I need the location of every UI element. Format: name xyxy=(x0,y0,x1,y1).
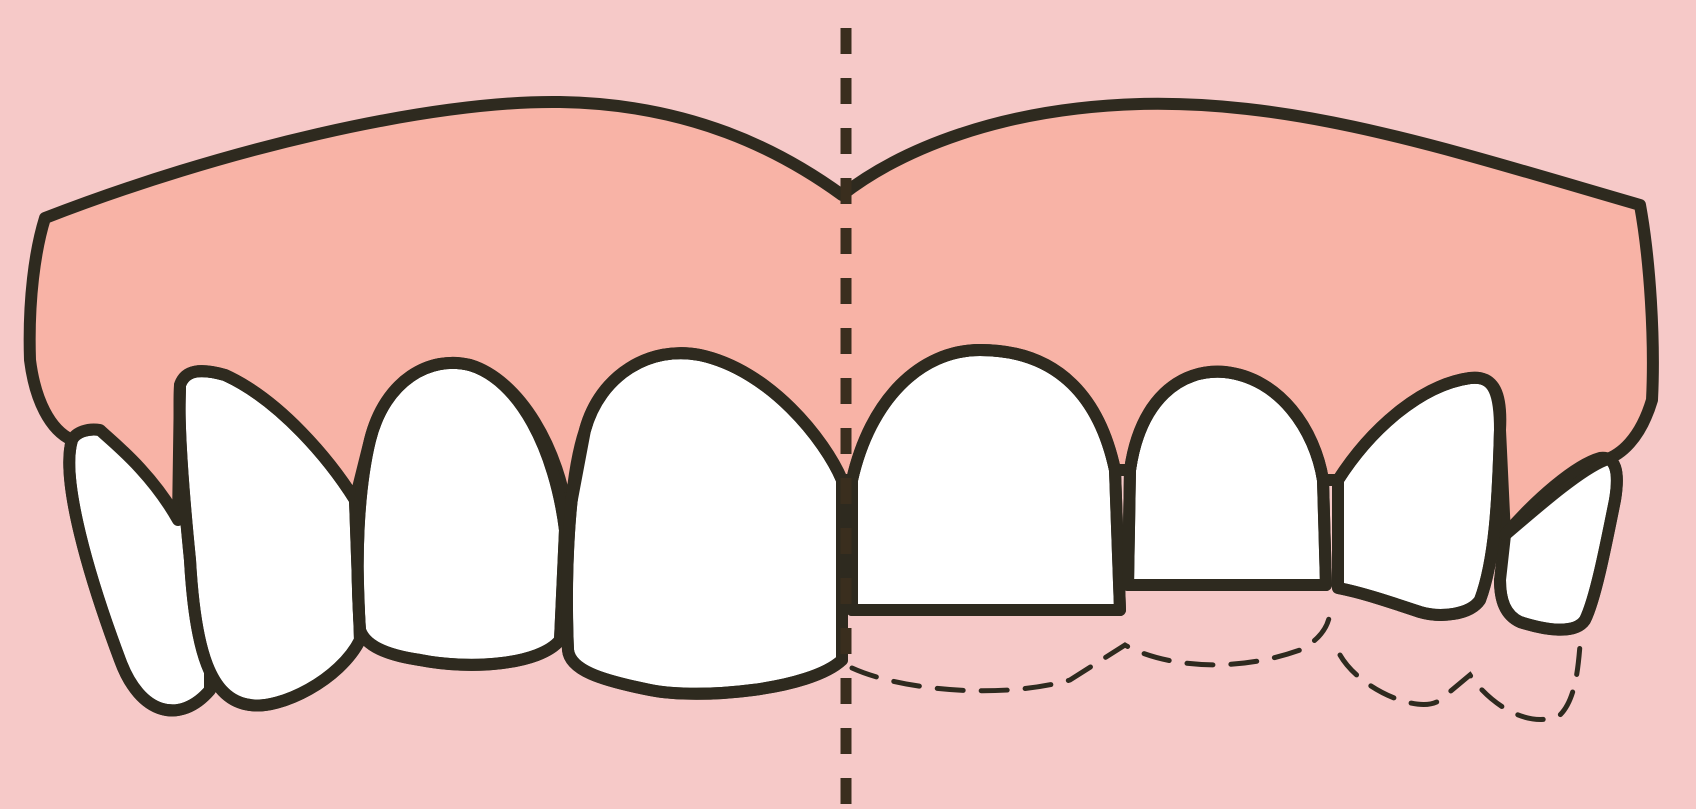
dental-midline-diagram xyxy=(0,0,1696,809)
teeth-illustration xyxy=(0,0,1696,809)
